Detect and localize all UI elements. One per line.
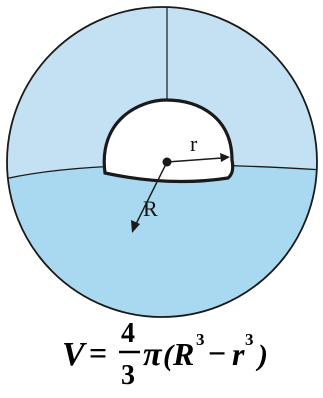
outer-radius-line — [134, 161, 168, 227]
formula-r-exponent: 3 — [245, 330, 254, 349]
inner-hollow-sphere — [102, 98, 235, 184]
center-point — [162, 157, 172, 167]
formula-pi: π — [143, 336, 163, 373]
formula-open-paren: ( — [163, 339, 175, 372]
inner-radius-label: r — [190, 131, 198, 156]
inner-radius-arrowhead — [220, 153, 230, 162]
lower-cut-region — [7, 164, 317, 317]
formula-equals: = — [89, 335, 107, 371]
outer-radius-arrowhead — [131, 220, 140, 233]
inner-radius-line — [166, 157, 223, 163]
outer-sphere-outline — [6, 6, 318, 318]
formula-minus: − — [208, 335, 226, 371]
formula-denominator: 3 — [121, 360, 135, 391]
formula-numerator: 4 — [121, 318, 135, 349]
formula-r: r — [232, 336, 245, 372]
formula-R-exponent: 3 — [196, 330, 205, 349]
volume-formula: V = 4 3 π ( R 3 − r 3 ) — [62, 318, 268, 391]
formula-close-paren: ) — [255, 339, 268, 372]
formula-lhs: V — [62, 336, 87, 373]
formula-R: R — [172, 336, 194, 372]
outer-radius-label: R — [143, 196, 158, 221]
